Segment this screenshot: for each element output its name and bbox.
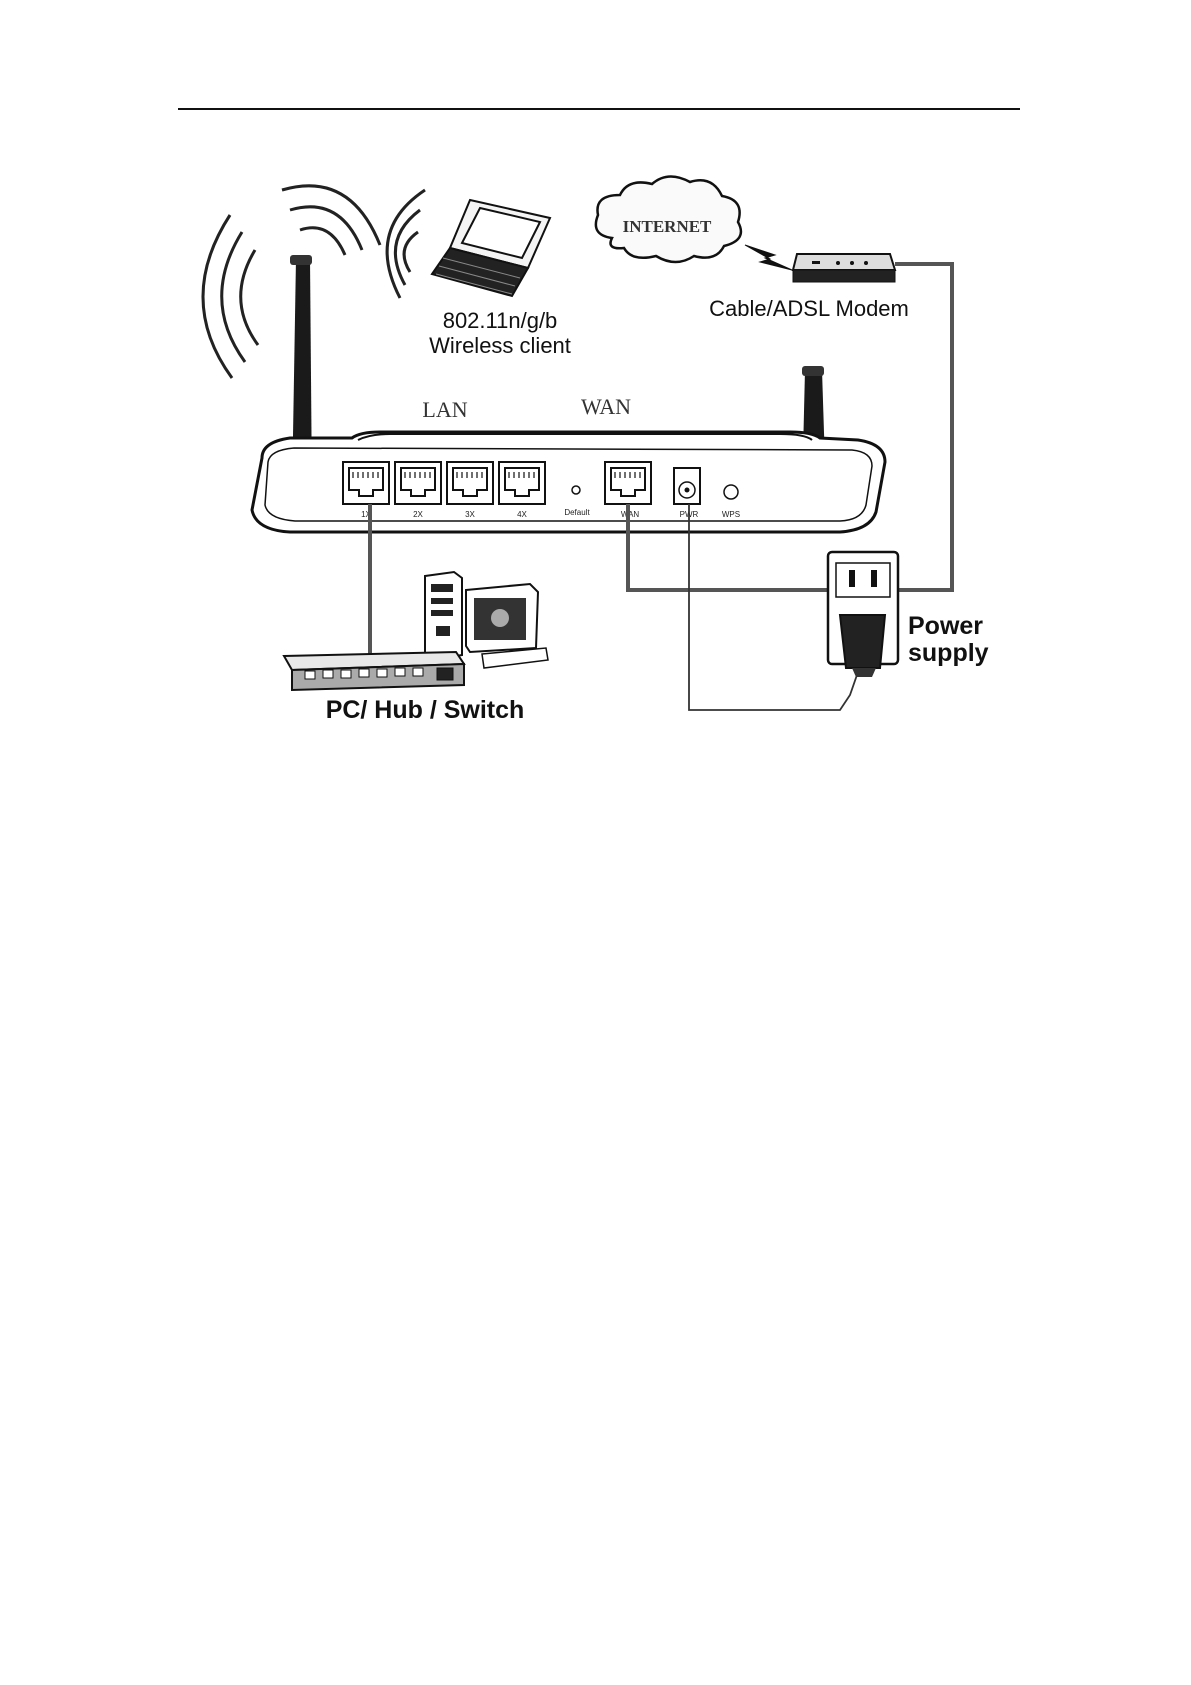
modem-icon: [793, 254, 895, 282]
internet-label: INTERNET: [623, 217, 712, 236]
default-label: Default: [564, 508, 590, 517]
wireless-waves-icon: [203, 186, 425, 378]
wps-button-icon: [724, 485, 738, 499]
wan-section-label: WAN: [581, 394, 631, 419]
lan-port-3: [447, 462, 493, 504]
lan-port-label-4: 4X: [517, 510, 527, 519]
wan-port-label: WAN: [621, 510, 640, 519]
laptop-icon: [432, 200, 550, 296]
lan-port-1: [343, 462, 389, 504]
wan-port: [605, 462, 651, 504]
power-supply-line1: Power: [908, 612, 983, 640]
power-jack-icon: [674, 468, 700, 504]
lan-port-2: [395, 462, 441, 504]
monitor-icon: [466, 584, 548, 668]
wireless-client-line1: 802.11n/g/b: [443, 308, 558, 333]
power-supply-line2: supply: [908, 639, 989, 667]
lan-port-4: [499, 462, 545, 504]
lan-port-label-3: 3X: [465, 510, 475, 519]
lan-section-label: LAN: [422, 397, 467, 422]
pc-hub-switch-label: PC/ Hub / Switch: [326, 696, 525, 724]
lightning-bolt-icon: [745, 245, 792, 270]
desktop-tower-icon: [425, 572, 462, 660]
wps-label: WPS: [722, 510, 740, 519]
modem-label: Cable/ADSL Modem: [709, 296, 909, 321]
wireless-client-line2: Wireless client: [429, 333, 571, 358]
power-adapter-icon: [840, 615, 885, 677]
default-button-icon: [572, 486, 580, 494]
lan-port-label-2: 2X: [413, 510, 423, 519]
switch-icon: [284, 652, 464, 690]
